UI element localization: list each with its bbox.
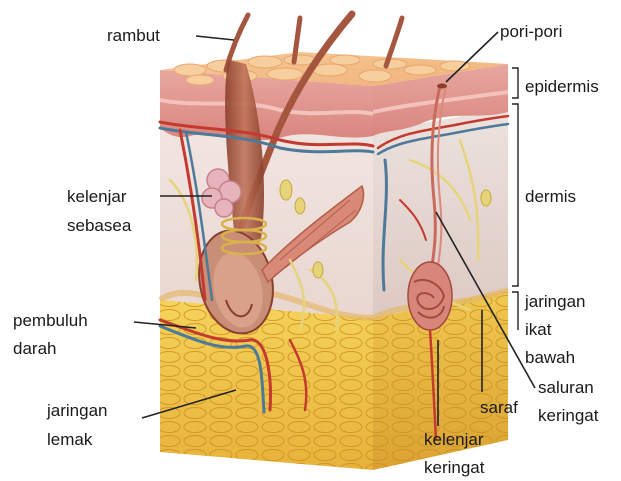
label-jaringan-lemak-line1: jaringan (46, 401, 108, 420)
layer-brackets (512, 68, 518, 330)
label-kelenjar-keringat-line1: kelenjar (424, 430, 484, 449)
label-kelenjar-sebasea-line1: kelenjar (67, 187, 127, 206)
label-jaringan-ikat-bawah-line2: ikat (525, 320, 552, 339)
label-saraf: saraf (480, 398, 518, 417)
label-pembuluh-darah-line1: pembuluh (13, 311, 88, 330)
label-dermis: dermis (525, 187, 576, 206)
label-jaringan-ikat-bawah-line1: jaringan (524, 292, 586, 311)
label-kelenjar-sebasea-line2: sebasea (67, 216, 132, 235)
sweat-gland-coil (408, 262, 452, 330)
label-rambut: rambut (107, 26, 160, 45)
label-jaringan-lemak-line2: lemak (47, 430, 93, 449)
label-saluran-keringat-line2: keringat (538, 406, 599, 425)
label-jaringan-ikat-bawah-line3: bawah (525, 348, 575, 367)
label-saluran-keringat-line1: saluran (538, 378, 594, 397)
label-pori-pori: pori-pori (500, 22, 562, 41)
pore (437, 84, 447, 89)
label-kelenjar-keringat-line2: keringat (424, 458, 485, 477)
label-epidermis: epidermis (525, 77, 599, 96)
label-pembuluh-darah-line2: darah (13, 339, 56, 358)
